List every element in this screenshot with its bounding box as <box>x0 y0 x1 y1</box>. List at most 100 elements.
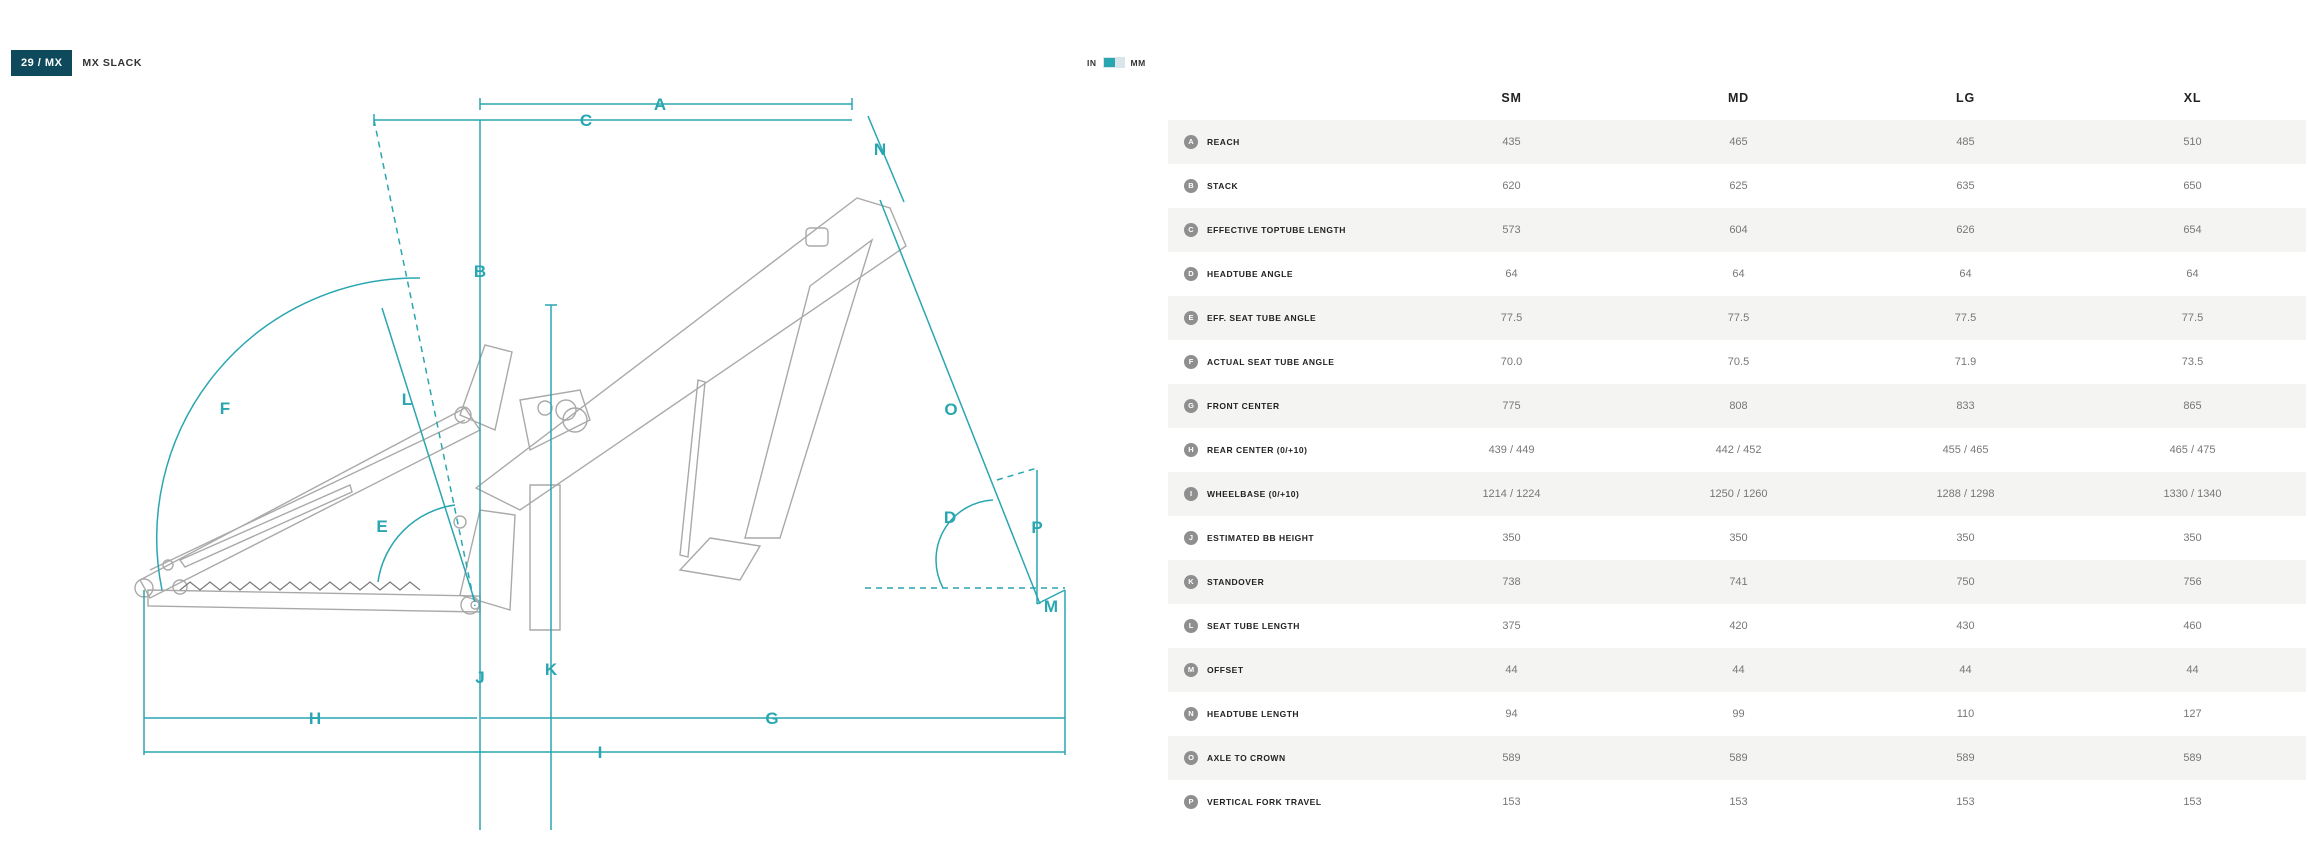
table-cell-value: 70.5 <box>1727 356 1750 368</box>
measurement-name: HEADTUBE LENGTH <box>1207 709 1300 719</box>
table-cell-value: 833 <box>1852 384 2079 428</box>
table-cell-value: 350 <box>2183 532 2202 544</box>
table-cell-value: 756 <box>2079 560 2306 604</box>
dim-label-l: L <box>402 390 412 409</box>
table-cell-value: 64 <box>2186 268 2199 280</box>
unit-label-in[interactable]: IN <box>1087 57 1097 68</box>
measurement-letter-badge: J <box>1184 531 1198 545</box>
table-cell-value: 64 <box>1505 268 1518 280</box>
table-cell-value: 153 <box>2183 796 2202 808</box>
model-name: MX SLACK <box>82 57 143 69</box>
table-cell-value: 153 <box>1956 796 1975 808</box>
table-cell-value: 420 <box>1729 620 1748 632</box>
dim-label-j: J <box>475 668 484 687</box>
dim-label-a: A <box>654 95 666 114</box>
table-cell-value: 635 <box>1956 180 1975 192</box>
table-cell-value: 99 <box>1732 708 1745 720</box>
table-cell-value: 738 <box>1398 560 1625 604</box>
table-cell-value: 741 <box>1625 560 1852 604</box>
table-cell-value: 70.0 <box>1500 356 1523 368</box>
measurement-name: FRONT CENTER <box>1207 401 1280 411</box>
table-cell-value: 350 <box>1729 532 1748 544</box>
measurement-name: VERTICAL FORK TRAVEL <box>1207 797 1322 807</box>
table-cell-value: 460 <box>2183 620 2202 632</box>
table-cell-value: 77.5 <box>1852 296 2079 340</box>
unit-switch-knob[interactable] <box>1103 58 1115 67</box>
measurement-letter-badge: E <box>1184 311 1198 325</box>
table-cell-value: 71.9 <box>1954 356 1977 368</box>
table-cell-value: 865 <box>2079 384 2306 428</box>
measurement-name: EFF. SEAT TUBE ANGLE <box>1207 313 1317 323</box>
unit-toggle[interactable]: IN MM <box>1087 57 1146 68</box>
table-cell-value: 44 <box>1398 648 1625 692</box>
table-cell-value: 589 <box>1398 736 1625 780</box>
frame-outline <box>134 197 907 631</box>
dim-label-k: K <box>545 660 558 679</box>
model-header: 29 / MX MX SLACK <box>11 50 142 76</box>
wheel-size-badge[interactable]: 29 / MX <box>11 50 73 76</box>
dim-label-e: E <box>376 517 387 536</box>
table-cell-value: 77.5 <box>2079 296 2306 340</box>
table-cell-value: 64 <box>1732 268 1745 280</box>
table-cell-value: 604 <box>1625 208 1852 252</box>
table-cell-value: 650 <box>2183 180 2202 192</box>
unit-switch[interactable] <box>1102 57 1125 68</box>
table-cell-value: 350 <box>1956 532 1975 544</box>
measurement-name: STACK <box>1207 181 1239 191</box>
measurement-letter-badge: O <box>1184 751 1198 765</box>
dim-label-o: O <box>944 400 957 419</box>
table-cell-value: 485 <box>1852 120 2079 164</box>
table-cell-value: 44 <box>1625 648 1852 692</box>
dimension-labels: A B C D E F G H I J K L M N O P <box>220 95 1058 762</box>
table-cell-value: 1288 / 1298 <box>1852 472 2079 516</box>
dim-label-b: B <box>474 262 486 281</box>
measurement-name: ESTIMATED BB HEIGHT <box>1207 533 1315 543</box>
measurement-name: OFFSET <box>1207 665 1244 675</box>
table-cell-value: 439 / 449 <box>1488 444 1535 456</box>
table-cell-value: 73.5 <box>2181 356 2204 368</box>
table-cell-value: 654 <box>2079 208 2306 252</box>
measurement-name: EFFECTIVE TOPTUBE LENGTH <box>1207 225 1346 235</box>
bike-frame-drawing: A B C D E F G H I J K L M N O P <box>134 95 1066 830</box>
table-cell-value: 625 <box>1729 180 1748 192</box>
geometry-diagram: A B C D E F G H I J K L M N O P <box>120 90 1080 830</box>
table-header-size: LG <box>1956 91 1975 105</box>
table-cell-value: 64 <box>1959 268 1972 280</box>
measurement-name: REAR CENTER (0/+10) <box>1207 445 1308 455</box>
measurement-letter-badge: L <box>1184 619 1198 633</box>
table-cell-value: 1330 / 1340 <box>2079 472 2306 516</box>
table-cell-value: 455 / 465 <box>1942 444 1989 456</box>
table-cell-value: 110 <box>1956 708 1975 720</box>
dim-label-c: C <box>580 111 592 130</box>
table-cell-value: 153 <box>1502 796 1521 808</box>
table-cell-value: 775 <box>1398 384 1625 428</box>
table-cell-value: 127 <box>2183 708 2202 720</box>
dim-label-n: N <box>874 140 886 159</box>
table-header-size: MD <box>1727 91 1750 105</box>
unit-label-mm[interactable]: MM <box>1130 57 1146 68</box>
dim-label-p: P <box>1031 518 1042 537</box>
table-cell-value: 44 <box>2079 648 2306 692</box>
measurement-letter-badge: K <box>1184 575 1198 589</box>
dim-label-i: I <box>598 743 603 762</box>
